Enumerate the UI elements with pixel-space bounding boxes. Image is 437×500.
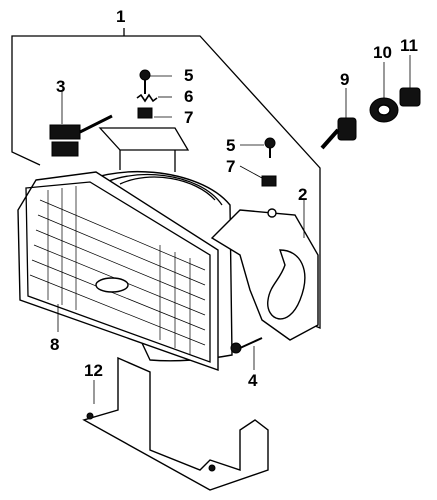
callout-3: 3 (56, 77, 65, 96)
callout-6: 6 (184, 87, 193, 106)
socket-10 (369, 97, 399, 123)
adjuster-screw-assembly (49, 114, 113, 157)
callout-2: 2 (298, 185, 307, 204)
headlamp-lens (17, 171, 219, 371)
callout-1: 1 (116, 7, 125, 26)
callout-8: 8 (50, 335, 59, 354)
clip-7-top (137, 107, 153, 119)
lens-emblem (95, 277, 129, 293)
screw-5-top (139, 69, 151, 94)
leader-lines (57, 55, 411, 404)
callout-4: 4 (248, 371, 258, 390)
bulb-9 (320, 117, 357, 150)
callout-10: 10 (373, 43, 392, 62)
callout-12: 12 (84, 361, 103, 380)
callout-11: 11 (400, 36, 418, 55)
support-bracket-12 (82, 356, 269, 491)
callout-7-top: 7 (184, 108, 193, 127)
assembly-boundary (11, 28, 321, 329)
connector-11 (399, 87, 421, 107)
callout-7-mid: 7 (226, 157, 235, 176)
mounting-bracket (98, 127, 319, 341)
screw-5-mid (264, 137, 276, 158)
callout-5-mid: 5 (226, 136, 235, 155)
callout-9: 9 (340, 70, 349, 89)
adjuster-screw-4 (230, 337, 263, 354)
clip-7-mid (261, 175, 277, 187)
spring-6 (136, 93, 158, 103)
callout-5-top: 5 (184, 66, 193, 85)
